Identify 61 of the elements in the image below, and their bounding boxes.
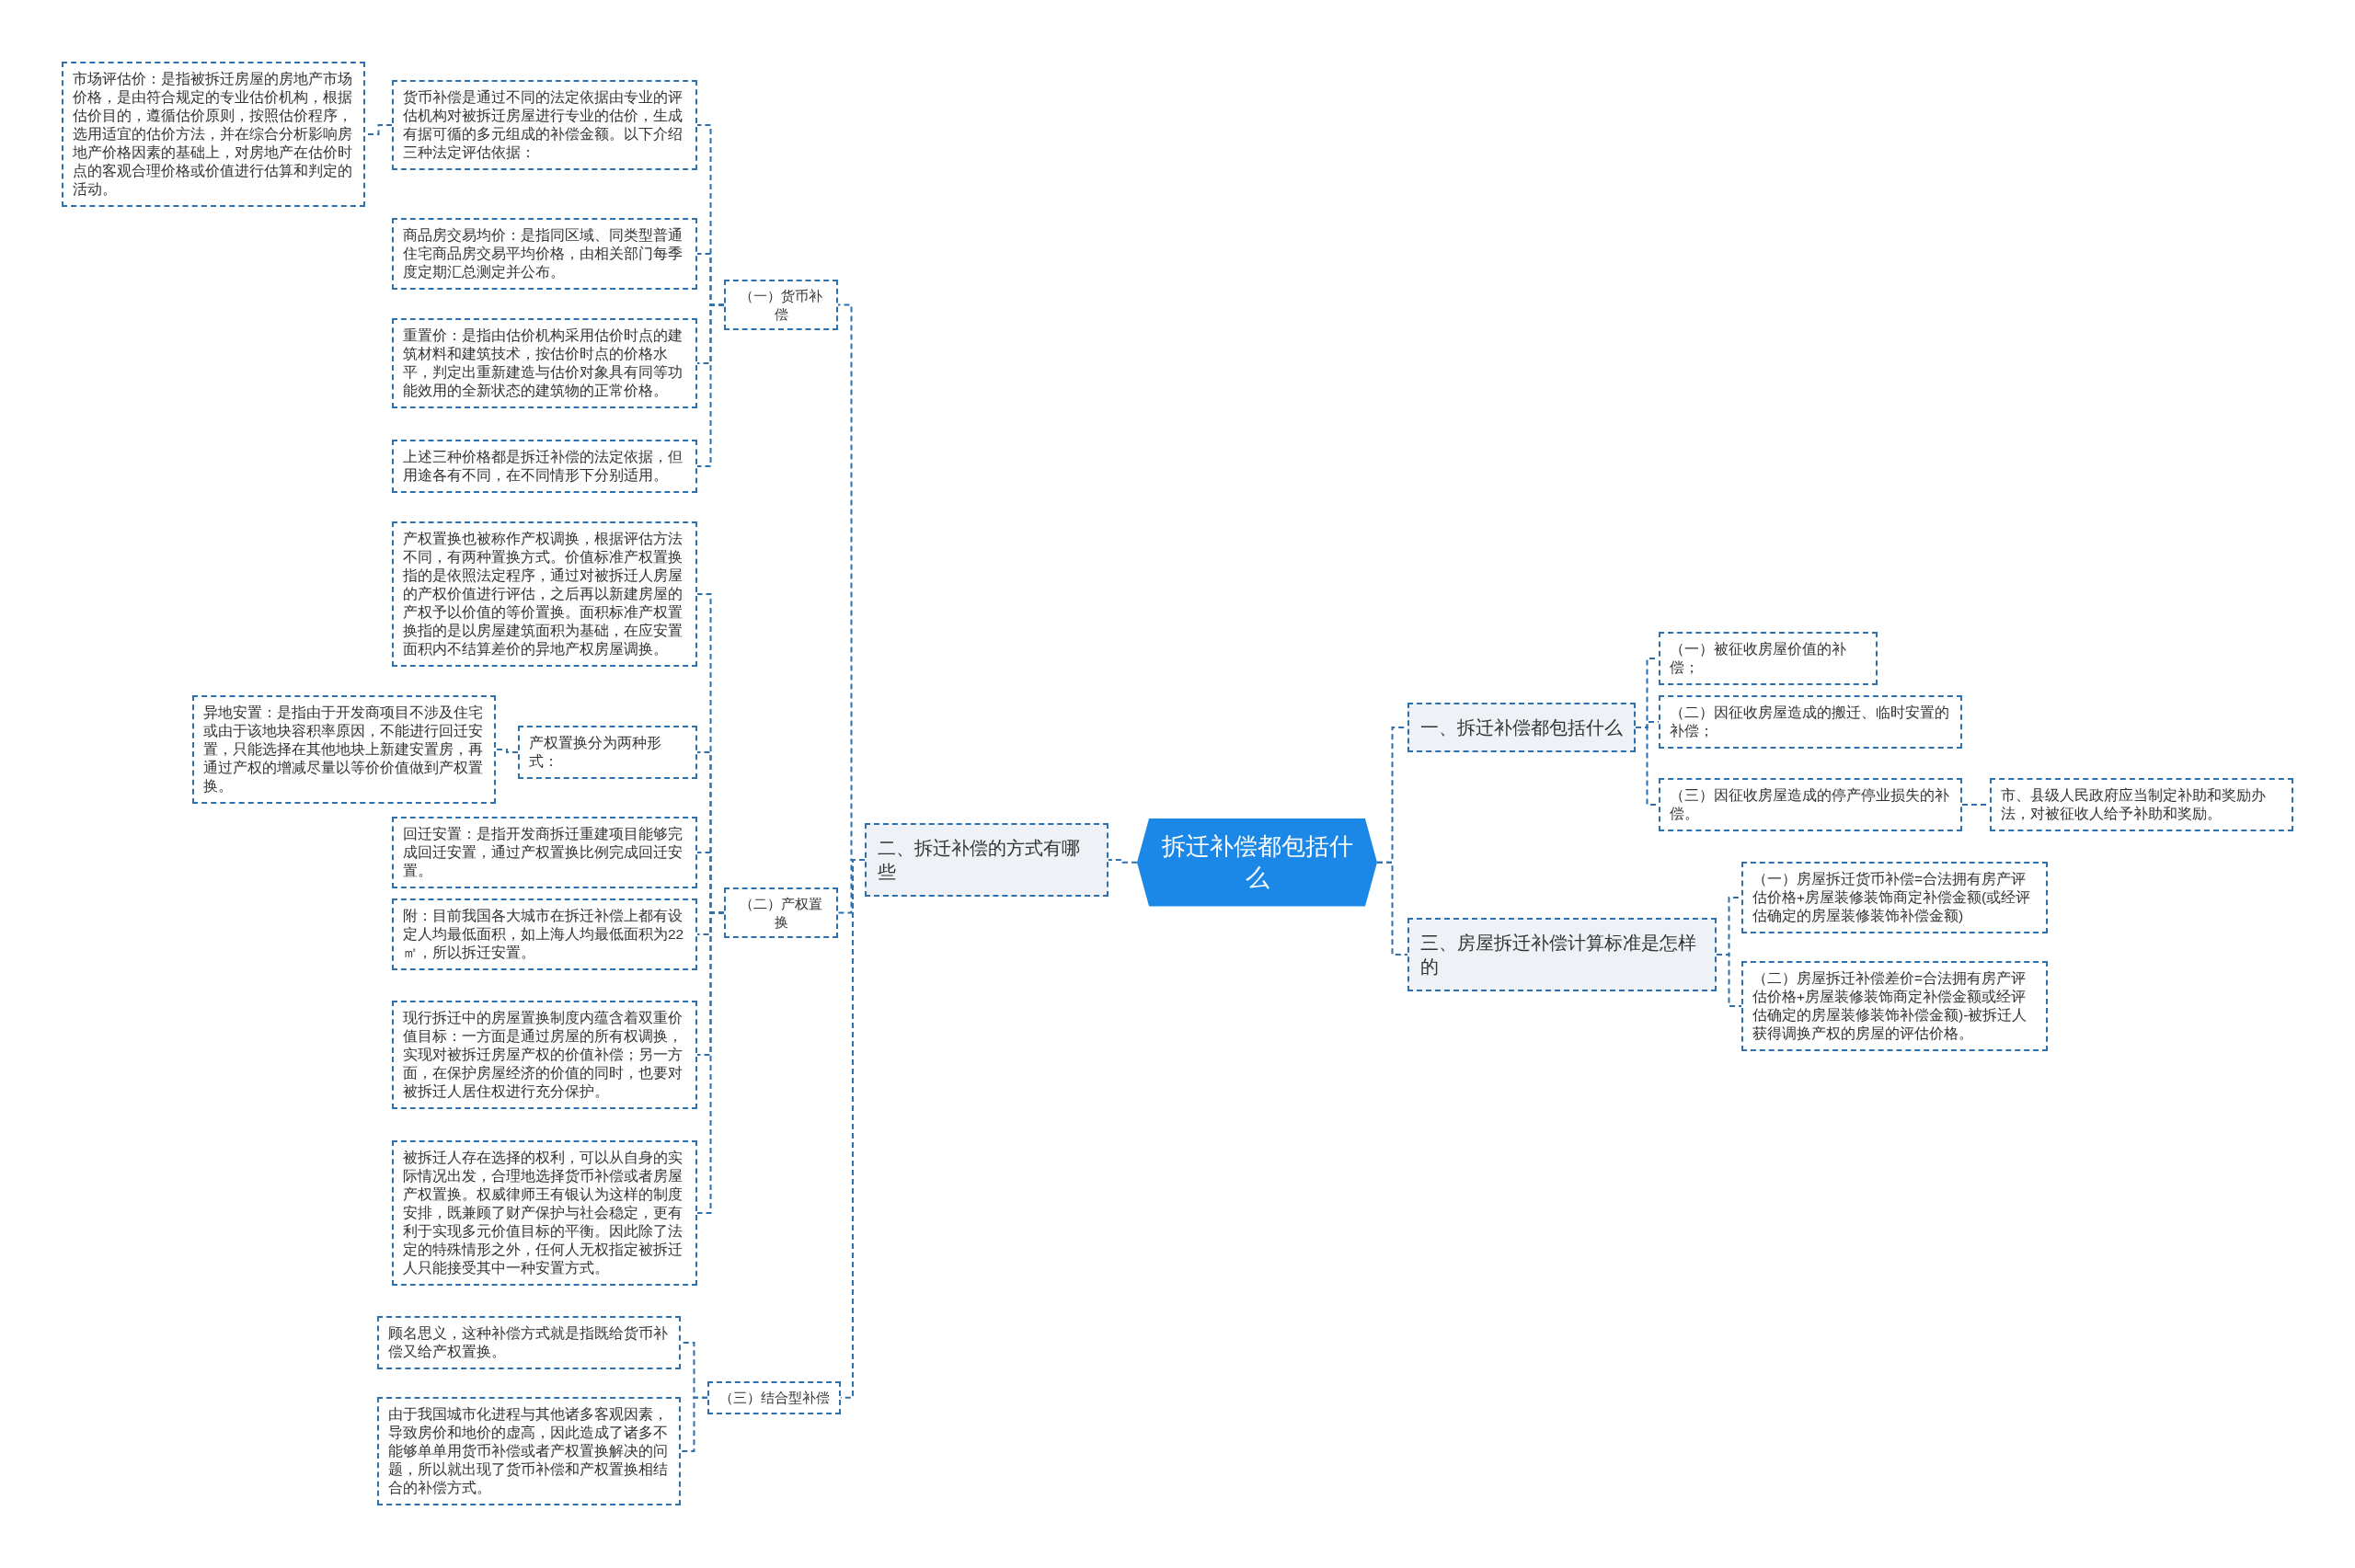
note-box (392, 521, 697, 667)
topic-text: （一）被征收房屋价值的补偿； (1670, 640, 1847, 677)
note-box (192, 695, 496, 804)
subtopic-box (724, 280, 838, 330)
topic-text: （三）结合型补偿 (718, 1389, 831, 1407)
topic-box (1407, 918, 1717, 991)
topic-text: （一）房屋拆迁货币补偿=合法拥有房产评估价格+房屋装修装饰商定补偿金额(或经评估确定的房屋装修装饰补偿金额) (1752, 870, 2032, 925)
topic-text: 重置价：是指由估价机构采用估价时点的建筑材料和建筑技术，按估价时点的价格水平，判定出重新建造与估价对象具有同等功能效用的全新状态的建筑物的正常价格。 (403, 326, 684, 400)
connector-line (495, 749, 519, 753)
topic-text: 现行拆迁中的房屋置换制度内蕴含着双重价值目标：一方面是通过房屋的所有权调换，实现对被拆迁房屋产权的价值补偿；另一方面，在保护房屋经济的价值的同时，也要对被拆迁人居住权进行充分保护。 (403, 1009, 684, 1101)
topic-text: 货币补偿是通过不同的法定依据由专业的评估机构对被拆迁房屋进行专业的估价，生成有据可循的多元组成的补偿金额。以下介绍三种法定评估依据： (403, 88, 684, 162)
topic-text: （三）因征收房屋造成的停产停业损失的补偿。 (1670, 786, 1950, 823)
topic-box (1407, 703, 1636, 752)
note-box (392, 1001, 697, 1109)
note-box (392, 218, 697, 290)
note-box (1659, 778, 1962, 831)
topic-text: 顾名思义，这种补偿方式就是指既给货币补偿又给产权置换。 (388, 1324, 669, 1361)
note-box (392, 1140, 697, 1286)
topic-text: 市、县级人民政府应当制定补助和奖励办法，对被征收人给予补助和奖励。 (2001, 786, 2267, 823)
note-box (1990, 778, 2293, 831)
connector-line (696, 911, 725, 1214)
topic-text: 三、房屋拆迁补偿计算标准是怎样的 (1420, 932, 1697, 979)
topic-text: 市场评估价：是指被拆迁房屋的房地产市场价格，是由符合规定的专业估价机构，根据估价目的，遵循估价原则，按照估价程序，选用适宜的估价方法，并在综合分析影响房地产价格因素的基础上，对房地产在估价时点的客观合理价格或价值进行估算和判定的活动。 (73, 70, 353, 199)
note-box (1659, 632, 1878, 685)
topic-text: （二）产权置换 (739, 895, 823, 931)
topic-text: 二、拆迁补偿的方式有哪些 (878, 837, 1081, 884)
note-box (392, 817, 697, 888)
topic-text: 被拆迁人存在选择的权利，可以从自身的实际情况出发，合理地选择货币补偿或者房屋产权置换。权威律师王有银认为这样的制度安排，既兼顾了财产保护与社会稳定，更有利于实现多元价值目标的平衡。因此除了法定的特殊情形之外，任何人无权指定被拆迁人只能接受其中一种安置方式。 (403, 1149, 684, 1277)
central-topic (1137, 818, 1377, 907)
topic-text: 附：目前我国各大城市在拆迁补偿上都有设定人均最低面积，如上海人均最低面积为22㎡，所以拆迁安置。 (403, 907, 685, 962)
topic-text: （二）房屋拆迁补偿差价=合法拥有房产评估价格+房屋装修装饰商定补偿金额或经评估确定的房屋装修装饰补偿金额)-被拆迁人获得调换产权的房屋的评估价格。 (1752, 969, 2028, 1043)
topic-text: 由于我国城市化进程与其他诸多客观因素，导致房价和地价的虚高，因此造成了诸多不能够单单用货币补偿或者产权置换解决的问题，所以就出现了货币补偿和产权置换相结合的补偿方式。 (388, 1405, 669, 1497)
topic-text: （二）因征收房屋造成的搬迁、临时安置的补偿； (1670, 704, 1950, 740)
connector-line (1108, 859, 1138, 864)
connector-line (1716, 954, 1742, 1007)
connector-line (696, 303, 725, 467)
note-box (392, 898, 697, 970)
topic-text: 上述三种价格都是拆迁补偿的法定依据，但用途各有不同，在不同情形下分别适用。 (403, 448, 684, 485)
topic-text: 产权置换也被称作产权调换，根据评估方法不同，有两种置换方式。价值标准产权置换指的是依照法定程序，通过对被拆迁人房屋的产权价值进行评估，之后再以新建房屋的产权予以价值的等价置换。面积标准产权置换指的是以房屋建筑面积为基础，在应安置面积内不结算差价的异地产权房屋调换。 (403, 530, 684, 658)
subtopic-box (724, 887, 838, 938)
subtopic-box (707, 1381, 841, 1414)
topic-text: 回迁安置：是指开发商拆迁重建项目能够完成回迁安置，通过产权置换比例完成回迁安置。 (403, 825, 684, 880)
note-box (392, 80, 697, 170)
note-box (377, 1316, 681, 1369)
note-box (1741, 961, 2048, 1051)
topic-text: 产权置换分为两种形式： (529, 734, 662, 771)
connector-line (1376, 861, 1408, 956)
note-box (1659, 695, 1962, 749)
topic-text: 拆迁补偿都包括什么 (1161, 831, 1353, 893)
topic-text: 商品房交易均价：是指同区域、同类型普通住宅商品房交易平均价格，由相关部门每季度定期汇总测定并公布。 (403, 226, 684, 281)
note-box (62, 62, 365, 207)
note-box (392, 440, 697, 493)
topic-text: 一、拆迁补偿都包括什么 (1420, 716, 1623, 739)
topic-text: 异地安置：是指由于开发商项目不涉及住宅或由于该地块容积率原因，不能进行回迁安置，只能选择在其他地块上新建安置房，再通过产权的增减尽量以等价价值做到产权置换。 (203, 704, 484, 795)
topic-text: （一）货币补偿 (739, 287, 823, 323)
note-box (518, 726, 697, 779)
connector-line (680, 1396, 708, 1452)
note-box (392, 318, 697, 408)
note-box (1741, 862, 2048, 933)
note-box (377, 1397, 681, 1505)
topic-box (865, 823, 1109, 897)
